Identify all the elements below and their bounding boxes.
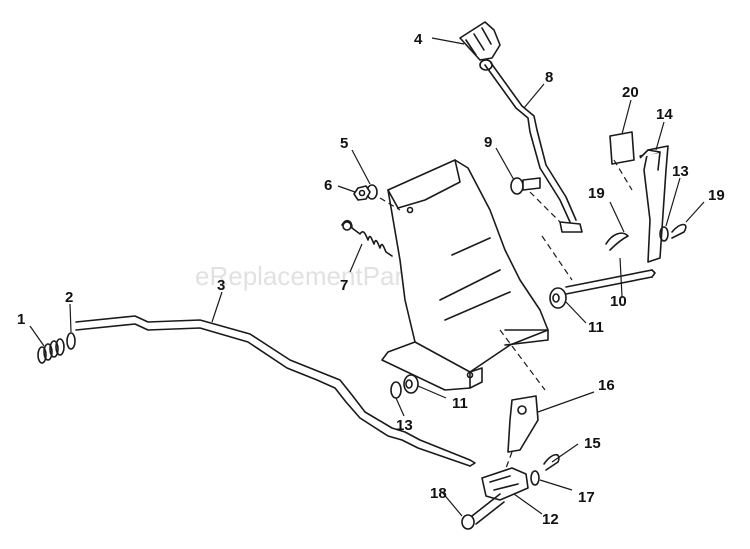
washer-13-right (659, 226, 669, 242)
callout-18: 18 (430, 485, 447, 502)
handle-grip (459, 21, 501, 71)
callout-17: 17 (578, 489, 595, 506)
actuator-bracket (507, 395, 539, 453)
callout-11-lower: 11 (452, 395, 468, 412)
callouts: 1 2 3 4 5 6 7 8 9 10 11 11 12 13 13 14 1… (17, 31, 725, 528)
callout-3: 3 (217, 277, 225, 294)
callout-13-lower: 13 (396, 417, 413, 434)
bushing-9 (510, 177, 541, 195)
alignment-lines (379, 159, 633, 469)
callout-9: 9 (484, 134, 492, 151)
washer-17 (530, 470, 540, 486)
callout-6: 6 (324, 177, 332, 194)
callout-15: 15 (584, 435, 601, 452)
extension-spring (341, 219, 393, 257)
cross-shaft (565, 269, 656, 295)
bushing-11-upper (549, 287, 567, 309)
pedal-pad (609, 131, 635, 165)
callout-19-right: 19 (708, 187, 725, 204)
callout-19-left: 19 (588, 185, 605, 202)
washer-13-lower (390, 381, 402, 399)
callout-12: 12 (542, 511, 559, 528)
bushing-11-lower (403, 374, 419, 394)
leader-lines (29, 37, 705, 517)
clevis-pin (461, 493, 505, 530)
lever-arm (484, 62, 583, 233)
callout-4: 4 (414, 31, 423, 48)
hairpin-19-left (605, 232, 629, 251)
callout-14: 14 (656, 106, 673, 123)
callout-2: 2 (65, 289, 73, 306)
clevis (481, 467, 529, 501)
washer-2 (66, 332, 76, 350)
spring-coil (37, 338, 65, 364)
callout-20: 20 (622, 84, 639, 101)
callout-11-upper: 11 (588, 319, 604, 336)
callout-1: 1 (17, 311, 25, 328)
control-rod (75, 315, 476, 467)
callout-7: 7 (340, 277, 348, 294)
nut-6 (353, 185, 371, 201)
callout-13-right: 13 (672, 163, 689, 180)
callout-8: 8 (545, 69, 553, 86)
hairpin-19-right (671, 223, 687, 239)
callout-5: 5 (340, 135, 348, 152)
hairpin-15 (543, 453, 560, 471)
mounting-bracket (381, 159, 549, 391)
pedal-arm (639, 145, 669, 263)
callout-10: 10 (610, 293, 627, 310)
callout-16: 16 (598, 377, 615, 394)
